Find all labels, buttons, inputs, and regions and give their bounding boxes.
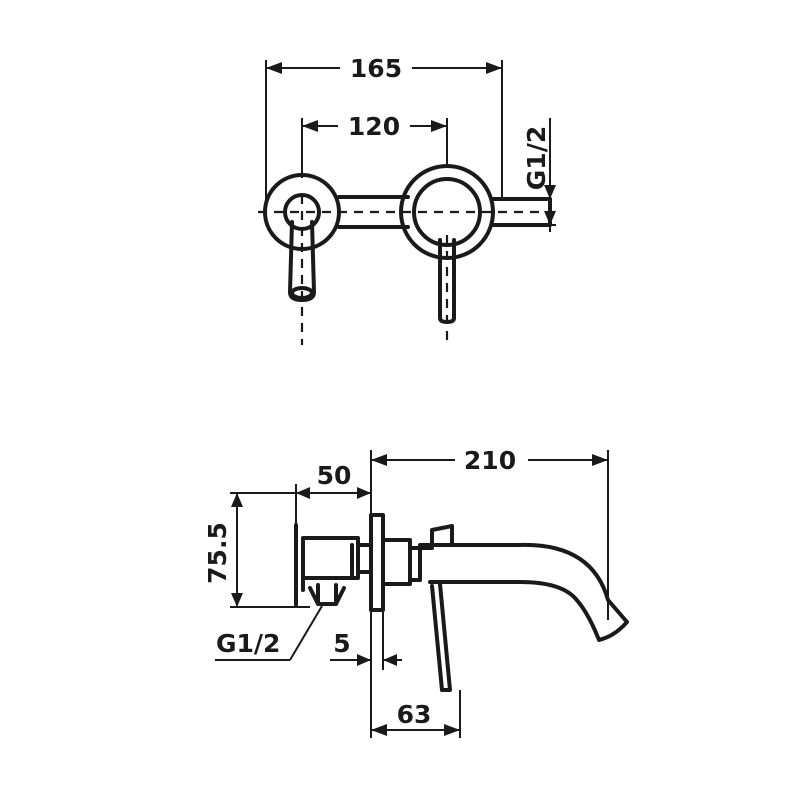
spout — [418, 542, 629, 642]
dimension-75-5: 75.5 — [203, 492, 310, 608]
dimension-thread-top-label: G1/2 — [522, 126, 551, 190]
side-view: 210 50 75.5 G1/2 — [203, 446, 629, 738]
connecting-bar — [337, 195, 410, 229]
dimension-50: 50 — [295, 461, 371, 525]
wall-plate — [369, 513, 385, 612]
dimension-thread-side-label: G1/2 — [216, 629, 280, 658]
dimension-120-label: 120 — [348, 112, 400, 141]
dimension-210-label: 210 — [464, 446, 516, 475]
handle-boss — [418, 524, 454, 550]
valve-housing — [356, 538, 422, 586]
dimension-75-5-label: 75.5 — [203, 522, 232, 584]
dimension-63-label: 63 — [397, 700, 432, 729]
dimension-5: 5 — [330, 612, 402, 738]
mounting-body — [294, 523, 360, 607]
front-view: 165 120 G1/2 — [258, 54, 556, 345]
dimension-thread-top: G1/2 — [508, 118, 556, 232]
right-rosette-inner — [412, 177, 482, 247]
dimension-120: 120 — [301, 112, 448, 178]
dimension-165-label: 165 — [350, 54, 402, 83]
dimension-thread-side: G1/2 — [215, 605, 323, 661]
lever-handle — [430, 582, 452, 692]
dimension-210: 210 — [370, 446, 609, 620]
dimension-165: 165 — [265, 54, 503, 205]
dimension-5-label: 5 — [333, 629, 350, 658]
inlet-fitting — [308, 583, 346, 606]
dimension-63: 63 — [371, 690, 461, 738]
dimension-50-label: 50 — [317, 461, 352, 490]
